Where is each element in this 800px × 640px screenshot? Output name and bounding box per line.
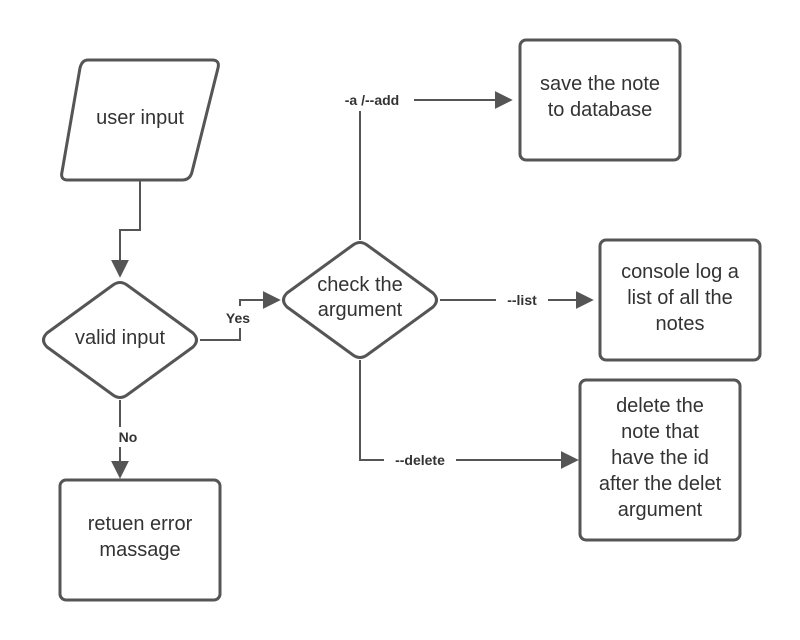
- process-box-shape: [598, 238, 762, 362]
- node-check-argument: check the argument: [282, 241, 438, 359]
- node-user-input: user input: [60, 58, 220, 182]
- node-return-error-line-1: retuen error: [88, 513, 193, 535]
- process-box-shape: [58, 478, 222, 602]
- node-list-notes-line-3: notes: [656, 313, 705, 335]
- node-return-error: retuen error massage: [58, 478, 222, 602]
- process-box-shape: [518, 38, 682, 162]
- node-return-error-line-2: massage: [99, 539, 180, 561]
- process-box-shape: [578, 378, 742, 542]
- edge-delete: [359, 360, 579, 469]
- node-delete-note-line-2: note that: [621, 421, 699, 443]
- node-list-notes: console log a list of all the notes: [598, 238, 762, 362]
- node-delete-note-line-4: after the delet: [599, 473, 722, 495]
- edge-label-no: No: [119, 429, 138, 445]
- node-user-input-line-1: user input: [96, 107, 184, 129]
- edge-label-add: -a /--add: [345, 92, 399, 108]
- node-check-argument-line-1: check the: [317, 274, 403, 296]
- yes-label-bg: [216, 306, 258, 328]
- no-label-bg: [110, 427, 146, 447]
- parallelogram-shape: [60, 58, 220, 182]
- list-label-bg: [496, 291, 548, 311]
- edge-userinput-to-valid: [111, 180, 141, 278]
- node-delete-note-line-5: argument: [618, 499, 703, 521]
- node-delete-note-line-1: delete the: [616, 395, 704, 417]
- edge-label-list: --list: [507, 292, 537, 308]
- node-save-note-line-2: to database: [548, 99, 653, 121]
- add-label-bg: [330, 91, 414, 111]
- node-list-notes-line-2: list of all the: [627, 287, 733, 309]
- node-save-note-line-1: save the note: [540, 73, 660, 95]
- decision-diamond-shape: [282, 241, 438, 359]
- node-delete-note-line-3: have the id: [611, 447, 709, 469]
- decision-diamond-shape: [42, 281, 198, 399]
- node-valid-input: valid input: [42, 281, 198, 399]
- node-valid-input-line-1: valid input: [75, 327, 166, 349]
- edge-add: [359, 91, 513, 240]
- edge-label-yes: Yes: [226, 310, 250, 326]
- node-list-notes-line-1: console log a: [621, 261, 740, 283]
- node-check-argument-line-2: argument: [318, 299, 403, 321]
- node-save-note: save the note to database: [518, 38, 682, 162]
- delete-label-bg: [384, 451, 456, 471]
- edge-label-delete: --delete: [395, 452, 445, 468]
- node-delete-note: delete the note that have the id after t…: [578, 378, 742, 542]
